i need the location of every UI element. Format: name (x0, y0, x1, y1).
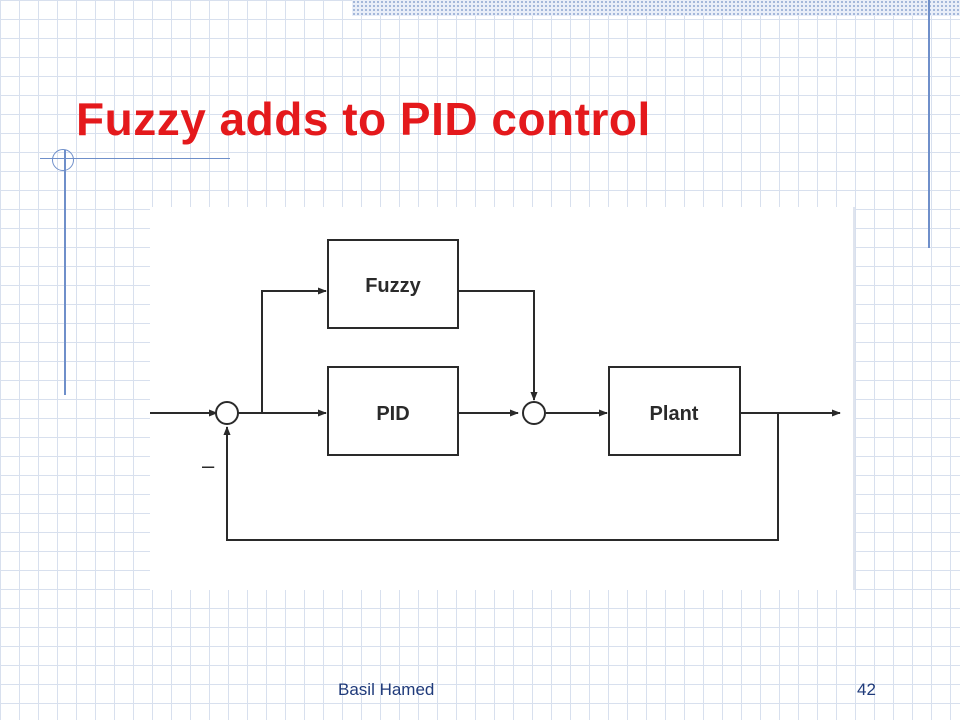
fuzzy-to-sum2-arrow (458, 290, 538, 401)
pid-label: PID (376, 403, 409, 425)
minus-sign: – (202, 453, 215, 478)
footer-author: Basil Hamed (338, 680, 435, 699)
block-diagram: Fuzzy PID Plant – (150, 207, 855, 590)
left-accent-line (64, 150, 66, 395)
corner-circle-mark (52, 149, 74, 171)
control-diagram-svg: Fuzzy PID Plant – (150, 239, 841, 541)
plant-block (608, 366, 741, 456)
fuzzy-label: Fuzzy (365, 275, 421, 297)
fuzzy-block (327, 239, 459, 329)
summing-junction-2 (522, 401, 546, 425)
footer-page-number: 42 (857, 680, 876, 699)
feedback-arrow (223, 413, 779, 541)
top-decorative-band (352, 0, 960, 16)
summing-junction-1 (215, 401, 239, 425)
branch-to-fuzzy-arrow (261, 287, 327, 413)
plant-label: Plant (650, 403, 699, 425)
pid-block (327, 366, 459, 456)
title-underline-accent (40, 158, 230, 159)
slide-title: Fuzzy adds to PID control (76, 93, 651, 145)
right-accent-line (928, 0, 930, 248)
